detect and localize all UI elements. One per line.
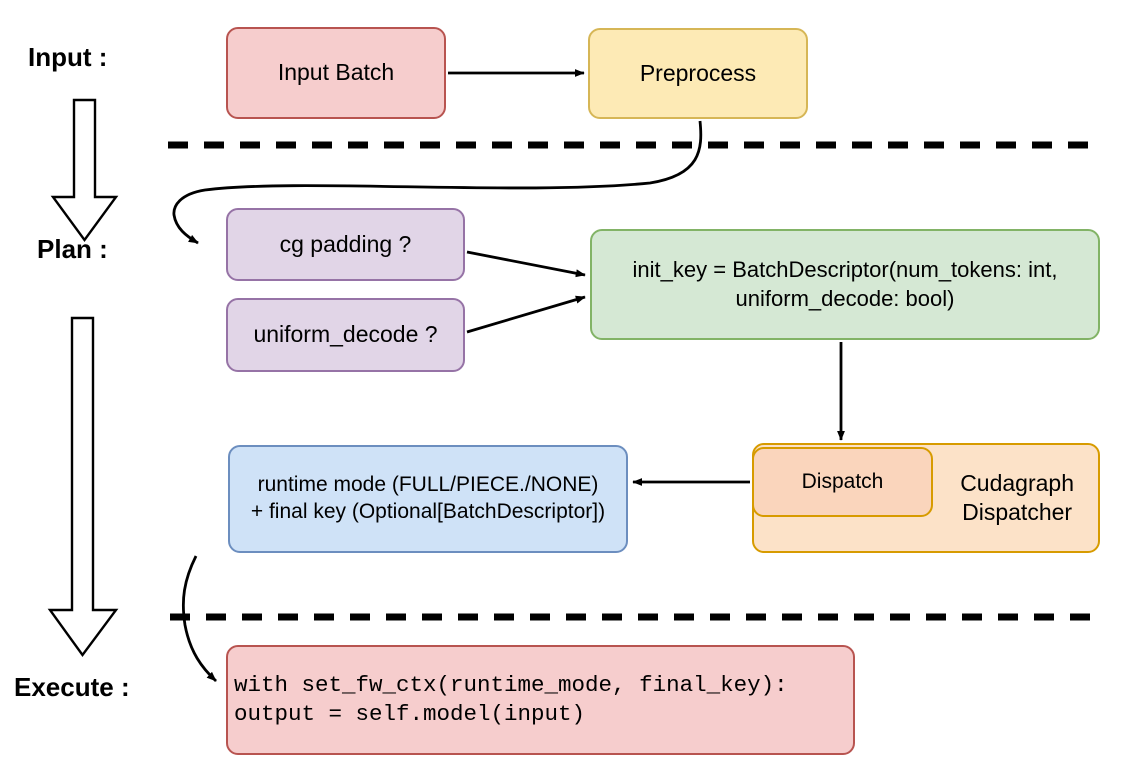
node-cg-padding[interactable]: cg padding ? [226,208,465,281]
stage-label-input: Input : [28,42,108,72]
stage-label-plan: Plan : [37,234,108,264]
node-input-batch[interactable]: Input Batch [226,27,446,119]
flow-arrow-input-to-plan [50,98,119,243]
node-execute-code[interactable]: with set_fw_ctx(runtime_mode, final_key)… [226,645,855,755]
node-runtime-mode[interactable]: runtime mode (FULL/PIECE./NONE) + final … [228,445,628,553]
flow-arrow-plan-to-execute [47,316,119,658]
node-uniform-decode[interactable]: uniform_decode ? [226,298,465,372]
connector-cg-padding-to-init-key [466,250,586,278]
connector-runtime-mode-to-execute-code [181,555,217,683]
node-init-key[interactable]: init_key = BatchDescriptor(num_tokens: i… [590,229,1100,340]
connector-uniform-decode-to-init-key [466,295,586,334]
node-preprocess[interactable]: Preprocess [588,28,808,119]
node-dispatch[interactable]: Dispatch [752,447,933,517]
stage-label-execute: Execute : [14,672,130,702]
